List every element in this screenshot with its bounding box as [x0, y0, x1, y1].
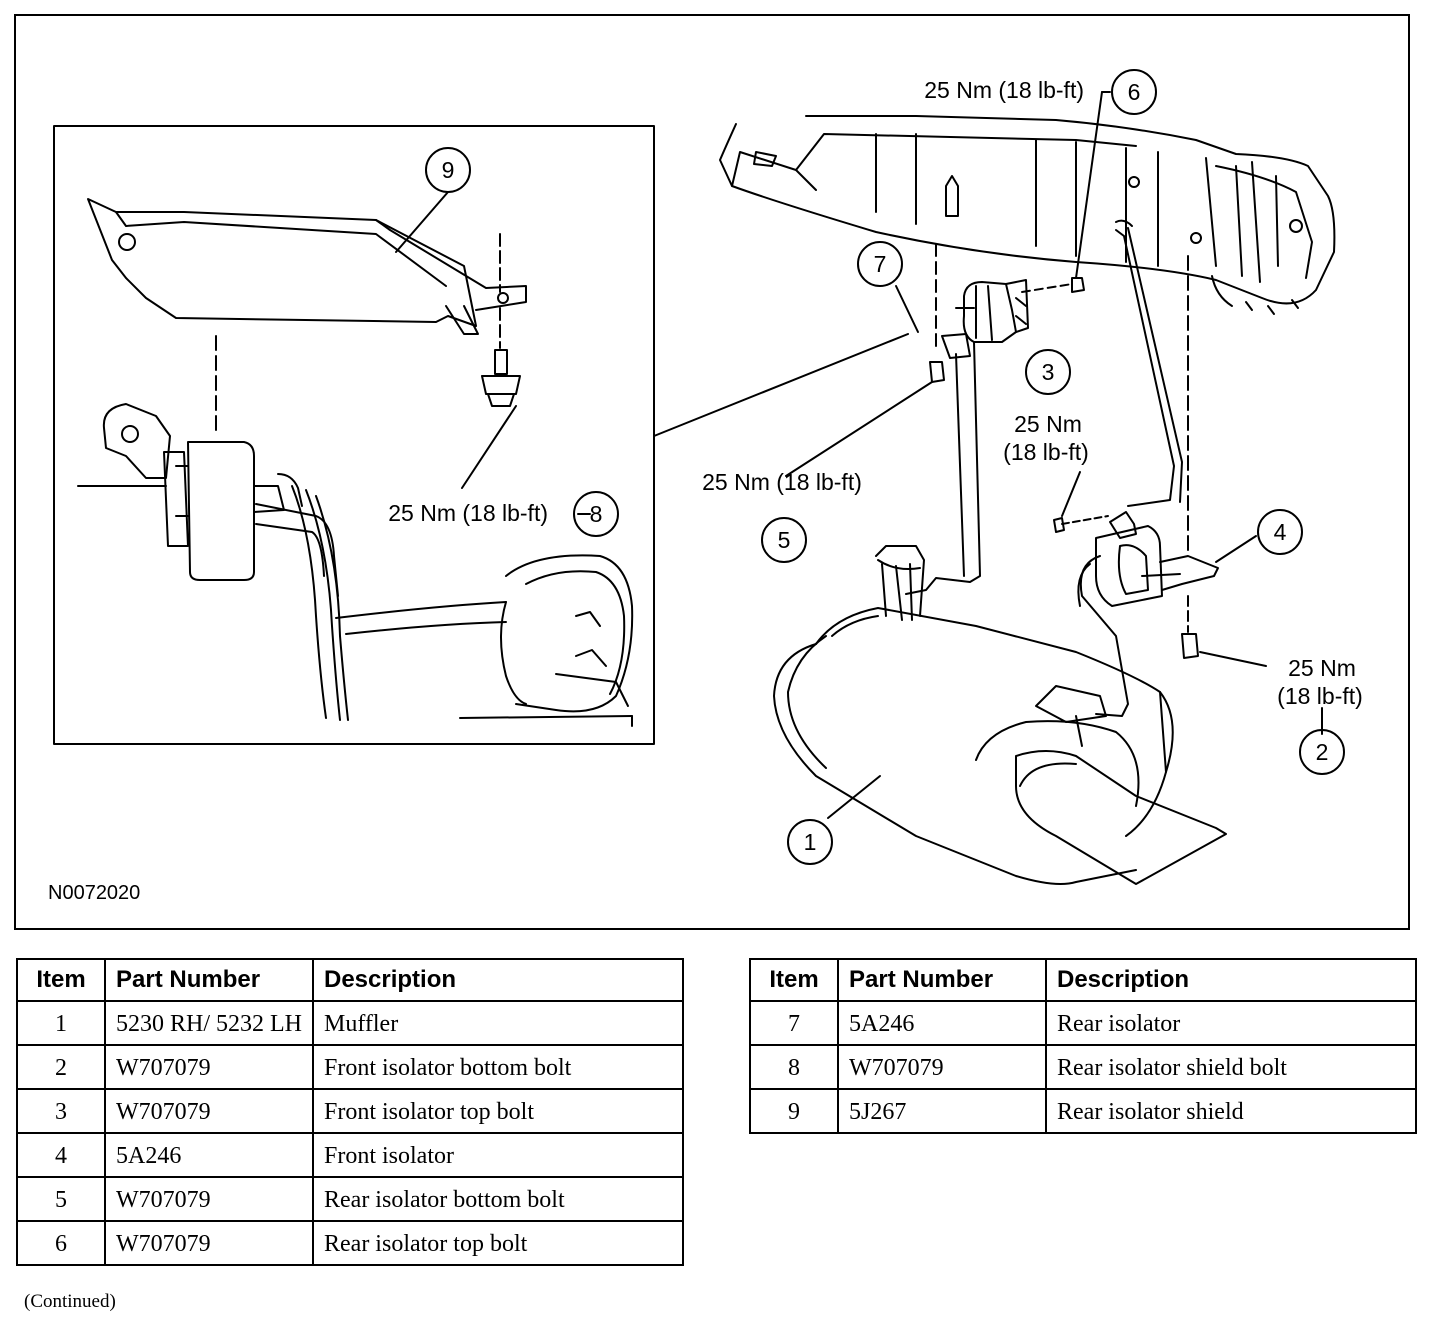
callout-2-number: 2 [1316, 739, 1329, 765]
cell-description: Rear isolator top bolt [312, 1220, 684, 1266]
callout-1-number: 1 [804, 829, 817, 855]
cell-part-number: 5230 RH/ 5232 LH [104, 1000, 314, 1046]
callout-3: 3 [1025, 349, 1071, 395]
rear-isolator [929, 241, 1085, 383]
rear-isolator-shield [87, 198, 477, 327]
cell-part-number: 5A246 [837, 1000, 1047, 1046]
callout-6-number: 6 [1128, 79, 1141, 105]
column-header-item: Item [16, 958, 106, 1002]
inset-detail [53, 125, 655, 745]
torque-label-5: 25 Nm (18 lb-ft) [702, 469, 862, 495]
callout-leaders [395, 91, 1323, 819]
cell-description: Muffler [312, 1000, 684, 1046]
rear-isolator-shield-bolt [481, 349, 521, 407]
cell-item: 6 [16, 1220, 106, 1266]
callout-4-number: 4 [1274, 519, 1287, 545]
cell-description: Rear isolator bottom bolt [312, 1176, 684, 1222]
callout-9-number: 9 [442, 157, 455, 183]
torque-label-8: 25 Nm (18 lb-ft) [388, 500, 548, 526]
cell-part-number: 5J267 [837, 1088, 1047, 1134]
table-row: 1 5230 RH/ 5232 LH Muffler [16, 1000, 684, 1046]
cell-description: Front isolator bottom bolt [312, 1044, 684, 1090]
callout-1: 1 [787, 819, 833, 865]
cell-item: 3 [16, 1088, 106, 1134]
vehicle-underbody [719, 115, 1336, 315]
cell-description: Rear isolator shield bolt [1045, 1044, 1417, 1090]
callout-8-number: 8 [590, 501, 603, 527]
cell-part-number: W707079 [104, 1088, 314, 1134]
front-isolator [1053, 255, 1219, 659]
cell-item: 5 [16, 1176, 106, 1222]
table-row: 5 W707079 Rear isolator bottom bolt [16, 1176, 684, 1222]
table-row: 9 5J267 Rear isolator shield [749, 1088, 1417, 1134]
cell-part-number: W707079 [104, 1044, 314, 1090]
callout-3-number: 3 [1042, 359, 1055, 385]
cell-description: Rear isolator [1045, 1000, 1417, 1046]
callout-5: 5 [761, 517, 807, 563]
torque-label-3-value: 25 Nm [1014, 411, 1082, 437]
cell-item: 1 [16, 1000, 106, 1046]
torque-label-3-unit: (18 lb-ft) [1003, 439, 1089, 465]
parts-table-left: Item Part Number Description 1 5230 RH/ … [16, 958, 684, 1266]
cell-item: 2 [16, 1044, 106, 1090]
muffler [773, 545, 1227, 885]
callout-5-number: 5 [778, 527, 791, 553]
callout-2: 2 [1299, 729, 1345, 775]
torque-label-2-unit: (18 lb-ft) [1277, 683, 1363, 709]
table-header-row: Item Part Number Description [749, 958, 1417, 1002]
cell-description: Rear isolator shield [1045, 1088, 1417, 1134]
cell-part-number: W707079 [104, 1220, 314, 1266]
table-header-row: Item Part Number Description [16, 958, 684, 1002]
table-row: 7 5A246 Rear isolator [749, 1000, 1417, 1046]
cell-description: Front isolator top bolt [312, 1088, 684, 1134]
cell-part-number: 5A246 [104, 1132, 314, 1178]
cell-part-number: W707079 [837, 1044, 1047, 1090]
torque-label-6: 25 Nm (18 lb-ft) [924, 77, 1084, 103]
diagram-drawing: 1 2 3 4 5 6 7 8 [53, 69, 1363, 885]
figure-code: N0072020 [48, 882, 141, 904]
cell-description: Front isolator [312, 1132, 684, 1178]
column-header-description: Description [1045, 958, 1417, 1002]
cell-item: 8 [749, 1044, 839, 1090]
callout-7: 7 [857, 241, 903, 287]
column-header-part-number: Part Number [837, 958, 1047, 1002]
table-row: 2 W707079 Front isolator bottom bolt [16, 1044, 684, 1090]
parts-table-right: Item Part Number Description 7 5A246 Rea… [749, 958, 1417, 1134]
torque-label-2-value: 25 Nm [1288, 655, 1356, 681]
cell-part-number: W707079 [104, 1176, 314, 1222]
cell-item: 7 [749, 1000, 839, 1046]
callout-7-number: 7 [874, 251, 887, 277]
callout-4: 4 [1257, 509, 1303, 555]
callout-8: 8 [573, 491, 619, 537]
callout-6: 6 [1111, 69, 1157, 115]
callout-9: 9 [425, 147, 471, 193]
continued-note: (Continued) [24, 1291, 116, 1312]
table-row: 4 5A246 Front isolator [16, 1132, 684, 1178]
table-row: 6 W707079 Rear isolator top bolt [16, 1220, 684, 1266]
column-header-description: Description [312, 958, 684, 1002]
cell-item: 9 [749, 1088, 839, 1134]
table-row: 3 W707079 Front isolator top bolt [16, 1088, 684, 1134]
exhaust-diagram: 1 2 3 4 5 6 7 8 [14, 14, 1410, 930]
table-row: 8 W707079 Rear isolator shield bolt [749, 1044, 1417, 1090]
cell-item: 4 [16, 1132, 106, 1178]
column-header-item: Item [749, 958, 839, 1002]
column-header-part-number: Part Number [104, 958, 314, 1002]
